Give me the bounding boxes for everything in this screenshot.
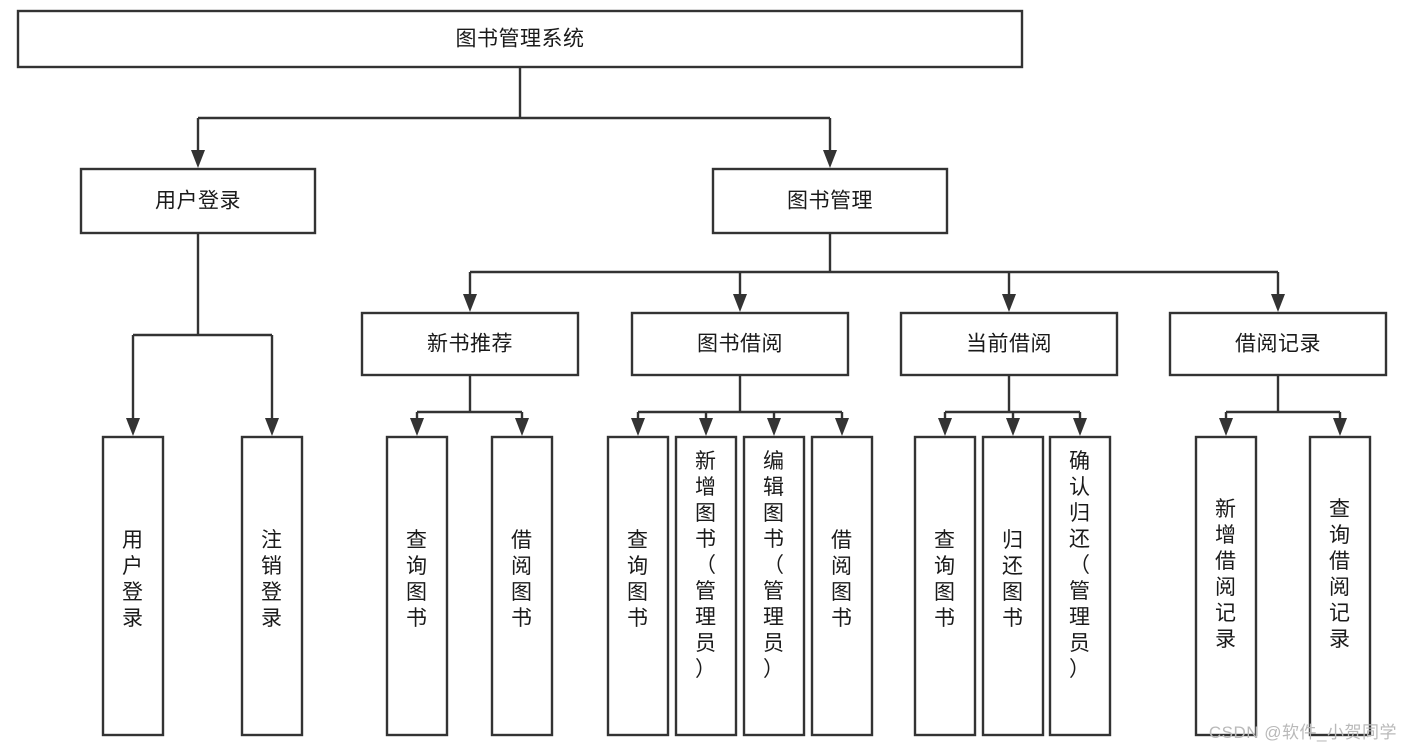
node-root[interactable]: 图书管理系统 [16, 9, 1024, 69]
node-leaf-query-book-1[interactable]: 查询图书 [385, 435, 449, 737]
node-leaf-edit-book-label: 编辑图书（管理员） [763, 450, 785, 681]
arrowhead-borrow-record [1271, 294, 1285, 312]
node-book-borrow-box[interactable] [630, 311, 850, 377]
node-leaf-add-book[interactable]: 新增图书（管理员） [674, 435, 738, 737]
arrowhead-leaf-borrow-book-1 [515, 418, 529, 436]
node-leaf-borrow-book-2[interactable]: 借阅图书 [810, 435, 874, 737]
node-leaf-confirm-return-label: 确认归还（管理员） [1069, 450, 1091, 681]
node-root-box[interactable] [16, 9, 1024, 69]
node-book-manage-label: 图书管理 [787, 190, 873, 213]
arrowhead-leaf-user-login [126, 418, 140, 436]
arrowhead-leaf-edit-book [767, 418, 781, 436]
arrowhead-leaf-query-book-1 [410, 418, 424, 436]
arrowhead-leaf-borrow-book-2 [835, 418, 849, 436]
node-borrow-record[interactable]: 借阅记录 [1168, 311, 1388, 377]
connector-group-new-book-recommend [410, 375, 529, 436]
connector-group-book-manage [463, 233, 1285, 312]
node-leaf-borrow-book-2-label: 借阅图书 [831, 529, 853, 630]
arrowhead-current-borrow [1002, 294, 1016, 312]
node-leaf-user-login-label: 用户登录 [122, 529, 144, 630]
node-book-manage-box[interactable] [711, 167, 949, 235]
node-user-login-label: 用户登录 [155, 190, 241, 213]
node-new-book-recommend[interactable]: 新书推荐 [360, 311, 580, 377]
arrowhead-book-manage [823, 150, 837, 168]
connector-group-borrow-record [1219, 375, 1347, 436]
node-leaf-user-login-box[interactable] [101, 435, 165, 737]
arrowhead-leaf-query-book-3 [938, 418, 952, 436]
node-leaf-query-record-box[interactable] [1308, 435, 1372, 737]
node-leaf-query-book-2-label: 查询图书 [627, 529, 649, 630]
arrowhead-leaf-add-book [699, 418, 713, 436]
node-leaf-borrow-book-2-box[interactable] [810, 435, 874, 737]
node-leaf-return-book[interactable]: 归还图书 [981, 435, 1045, 737]
node-leaf-edit-book-box[interactable] [742, 435, 806, 737]
node-current-borrow-label: 当前借阅 [966, 333, 1052, 356]
connector-group-user-login [126, 233, 279, 436]
connector-group-current-borrow [938, 375, 1087, 436]
arrowhead-leaf-return-book [1006, 418, 1020, 436]
arrowhead-leaf-query-book-2 [631, 418, 645, 436]
node-current-borrow-box[interactable] [899, 311, 1119, 377]
node-leaf-query-record-label: 查询借阅记录 [1329, 498, 1351, 651]
arrowhead-new-book-recommend [463, 294, 477, 312]
node-leaf-return-book-box[interactable] [981, 435, 1045, 737]
node-leaf-query-book-2[interactable]: 查询图书 [606, 435, 670, 737]
node-leaf-edit-book[interactable]: 编辑图书（管理员） [742, 435, 806, 737]
node-leaf-add-book-label: 新增图书（管理员） [695, 450, 717, 681]
node-leaf-return-book-label: 归还图书 [1002, 529, 1024, 630]
arrowhead-leaf-confirm-return [1073, 418, 1087, 436]
node-current-borrow[interactable]: 当前借阅 [899, 311, 1119, 377]
node-root-label: 图书管理系统 [456, 28, 585, 51]
arrowhead-book-borrow [733, 294, 747, 312]
node-borrow-record-box[interactable] [1168, 311, 1388, 377]
node-leaf-confirm-return[interactable]: 确认归还（管理员） [1048, 435, 1112, 737]
arrowhead-user-login [191, 150, 205, 168]
node-book-borrow-label: 图书借阅 [697, 333, 783, 356]
arrowhead-leaf-logout [265, 418, 279, 436]
node-book-manage[interactable]: 图书管理 [711, 167, 949, 235]
node-leaf-query-book-3[interactable]: 查询图书 [913, 435, 977, 737]
node-leaf-add-record[interactable]: 新增借阅记录 [1194, 435, 1258, 737]
node-new-book-recommend-box[interactable] [360, 311, 580, 377]
node-leaf-query-book-1-label: 查询图书 [406, 529, 428, 630]
node-leaf-borrow-book-1-box[interactable] [490, 435, 554, 737]
node-user-login-box[interactable] [79, 167, 317, 235]
node-borrow-record-label: 借阅记录 [1235, 333, 1321, 356]
node-leaf-query-book-1-box[interactable] [385, 435, 449, 737]
node-leaf-borrow-book-1[interactable]: 借阅图书 [490, 435, 554, 737]
node-leaf-add-record-box[interactable] [1194, 435, 1258, 737]
node-leaf-logout-label: 注销登录 [261, 529, 283, 630]
node-leaf-add-record-label: 新增借阅记录 [1215, 498, 1237, 651]
node-new-book-recommend-label: 新书推荐 [427, 333, 513, 356]
node-leaf-user-login[interactable]: 用户登录 [101, 435, 165, 737]
node-leaf-query-book-2-box[interactable] [606, 435, 670, 737]
connector-group-root [191, 67, 837, 168]
node-leaf-query-record[interactable]: 查询借阅记录 [1308, 435, 1372, 737]
node-leaf-borrow-book-1-label: 借阅图书 [511, 529, 533, 630]
node-leaf-query-book-3-box[interactable] [913, 435, 977, 737]
node-leaf-logout-box[interactable] [240, 435, 304, 737]
node-user-login[interactable]: 用户登录 [79, 167, 317, 235]
node-leaf-confirm-return-box[interactable] [1048, 435, 1112, 737]
arrowhead-leaf-add-record [1219, 418, 1233, 436]
node-leaf-query-book-3-label: 查询图书 [934, 529, 956, 630]
connector-group-book-borrow [631, 375, 849, 436]
arrowhead-leaf-query-record [1333, 418, 1347, 436]
node-leaf-add-book-box[interactable] [674, 435, 738, 737]
node-book-borrow[interactable]: 图书借阅 [630, 311, 850, 377]
node-leaf-logout[interactable]: 注销登录 [240, 435, 304, 737]
